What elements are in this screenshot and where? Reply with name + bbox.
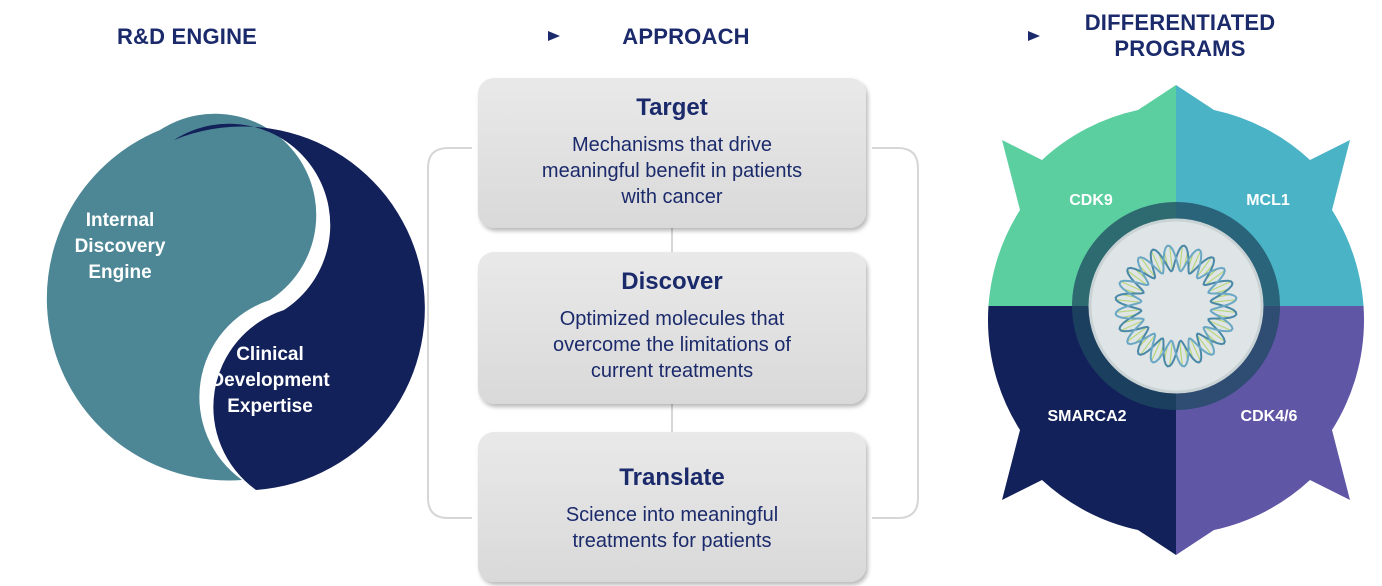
dna-rung [1140, 256, 1156, 278]
program-label-cdk9: CDK9 [1069, 192, 1113, 209]
dna-rung [1208, 319, 1232, 332]
dna-rung [1211, 309, 1237, 313]
program-label-smarca2: SMARCA2 [1047, 408, 1127, 425]
header-rd-engine: R&D ENGINE [116, 24, 258, 49]
label-internal-discovery-engine: Internal Discovery Engine [74, 210, 166, 283]
dna-rung [1126, 326, 1148, 342]
dna-rung [1120, 280, 1144, 293]
header-arrow-1 [296, 31, 560, 41]
dna-rung [1115, 309, 1141, 313]
dna-rung [1150, 338, 1163, 362]
dna-rung [1211, 299, 1237, 303]
card-description: Science into meaningful treatments for p… [565, 504, 779, 552]
card-title: Target [636, 94, 708, 121]
dna-rung [1150, 250, 1163, 274]
approach-bracket-left [427, 147, 472, 519]
badge-inner-circle [1090, 220, 1262, 392]
dna-rung [1204, 270, 1226, 286]
approach-card-translate: Translate Science into meaningful treatm… [478, 432, 866, 582]
dna-rung [1120, 319, 1144, 332]
dna-rung [1140, 334, 1156, 356]
dna-strand [1114, 244, 1238, 368]
dna-rung [1196, 334, 1212, 356]
dna-rung [1169, 245, 1173, 271]
dna-rung [1204, 326, 1226, 342]
yin-yang-engine [46, 113, 425, 490]
dna-rung [1115, 299, 1141, 303]
program-label-mcl1: MCL1 [1246, 192, 1290, 209]
header-approach: APPROACH [622, 24, 750, 49]
dna-rung [1169, 341, 1173, 367]
dna-rung [1208, 280, 1232, 293]
dna-rung [1126, 270, 1148, 286]
card-description: Optimized molecules that overcome the li… [553, 308, 791, 382]
clinical-development-shape [174, 123, 425, 490]
dna-rung [1196, 256, 1212, 278]
label-clinical-development-expertise: Clinical Development Expertise [210, 344, 330, 417]
card-title: Translate [619, 464, 725, 491]
approach-card-target: Target Mechanisms that drive meaningful … [478, 78, 866, 228]
dna-ring-icon [1114, 244, 1238, 368]
header-arrow-2 [776, 31, 1040, 41]
dna-rung [1179, 245, 1183, 271]
card-title: Discover [621, 268, 723, 295]
internal-discovery-shape [46, 113, 317, 481]
dna-rung [1189, 250, 1202, 274]
card-description: Mechanisms that drive meaningful benefit… [541, 134, 803, 208]
approach-bracket-right [872, 147, 919, 519]
dna-rung [1179, 341, 1183, 367]
approach-card-discover: Discover Optimized molecules that overco… [478, 252, 866, 404]
header-differentiated-programs: DIFFERENTIATED PROGRAMS [1084, 10, 1276, 61]
program-label-cdk46: CDK4/6 [1240, 408, 1298, 425]
dna-rung [1189, 338, 1202, 362]
